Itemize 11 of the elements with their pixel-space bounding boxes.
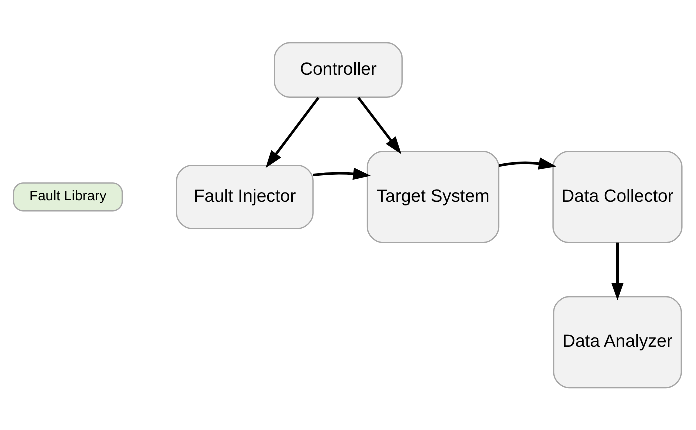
node-box: Fault Injector: [176, 164, 314, 229]
node-box: Fault Library: [13, 182, 124, 212]
node-box: Controller: [274, 42, 403, 98]
node-box: Target System: [366, 150, 500, 243]
arrow: [358, 96, 402, 154]
node-box: Data Collector: [552, 150, 683, 243]
arrow: [498, 157, 557, 170]
node-box: Data Analyzer: [553, 296, 682, 388]
arrow: [612, 242, 624, 300]
arrow: [266, 96, 320, 168]
arrow: [313, 167, 372, 180]
